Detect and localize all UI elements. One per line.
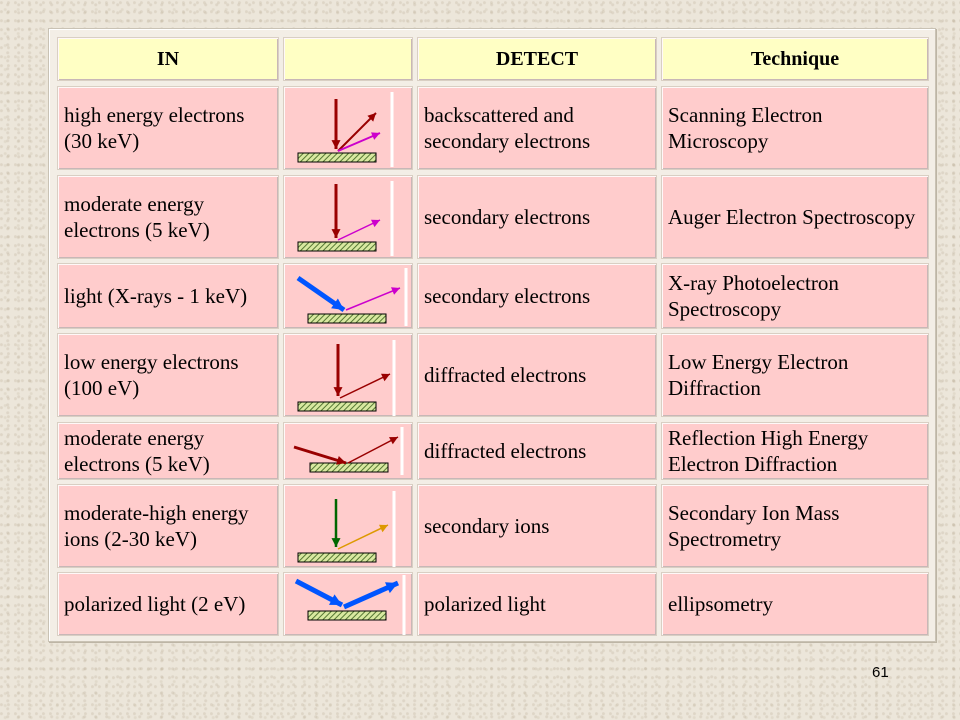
cell-technique: Reflection High Energy Electron Diffract… <box>661 422 929 480</box>
header-in: IN <box>57 37 279 81</box>
technique-text: Low Energy Electron Diffraction <box>668 350 849 400</box>
cell-detect: polarized light <box>417 572 657 636</box>
in-text: high energy electrons (30 keV) <box>64 103 245 153</box>
detect-text: secondary electrons <box>424 284 591 308</box>
detect-text: secondary ions <box>424 514 550 538</box>
in-text: moderate energy electrons (5 keV) <box>64 426 210 476</box>
in-text: polarized light (2 eV) <box>64 592 246 616</box>
in-text: moderate-high energy ions (2-30 keV) <box>64 501 249 551</box>
techniques-table: IN DETECT Technique high energy electron… <box>48 28 936 642</box>
cell-technique: ellipsometry <box>661 572 929 636</box>
technique-text: Auger Electron Spectroscopy <box>668 205 916 229</box>
cell-technique: Secondary Ion Mass Spectrometry <box>661 484 929 568</box>
in-text: moderate energy electrons (5 keV) <box>64 192 210 242</box>
cell-technique: X-ray Photoelectron Spectroscopy <box>661 263 929 329</box>
cell-detect: secondary ions <box>417 484 657 568</box>
technique-text: Reflection High Energy Electron Diffract… <box>668 426 869 476</box>
detect-text: diffracted electrons <box>424 363 587 387</box>
detect-text: secondary electrons <box>424 205 591 229</box>
cell-in: moderate energy electrons (5 keV) <box>57 175 279 259</box>
detect-text: polarized light <box>424 592 546 616</box>
cell-technique: Scanning Electron Microscopy <box>661 86 929 170</box>
header-diagram <box>283 37 413 81</box>
technique-text: X-ray Photoelectron Spectroscopy <box>668 271 839 321</box>
cell-technique: Auger Electron Spectroscopy <box>661 175 929 259</box>
diagram-xray-beam-secondary-arrow <box>283 263 413 329</box>
diagram-incident-beam-two-scattered-arrows <box>283 86 413 170</box>
technique-text: Secondary Ion Mass Spectrometry <box>668 501 840 551</box>
cell-in: low energy electrons (100 eV) <box>57 333 279 417</box>
technique-text: ellipsometry <box>668 592 773 616</box>
cell-in: moderate energy electrons (5 keV) <box>57 422 279 480</box>
cell-detect: diffracted electrons <box>417 333 657 417</box>
cell-technique: Low Energy Electron Diffraction <box>661 333 929 417</box>
detect-text: diffracted electrons <box>424 439 587 463</box>
diagram-ion-beam-secondary-ion-arrow <box>283 484 413 568</box>
detect-text: backscattered and secondary electrons <box>424 103 591 153</box>
technique-text: Scanning Electron Microscopy <box>668 103 823 153</box>
cell-in: moderate-high energy ions (2-30 keV) <box>57 484 279 568</box>
header-detect: DETECT <box>417 37 657 81</box>
cell-detect: backscattered and secondary electrons <box>417 86 657 170</box>
header-technique: Technique <box>661 37 929 81</box>
cell-detect: secondary electrons <box>417 175 657 259</box>
cell-in: high energy electrons (30 keV) <box>57 86 279 170</box>
diagram-incident-beam-secondary-arrow <box>283 175 413 259</box>
cell-detect: diffracted electrons <box>417 422 657 480</box>
page-number: 61 <box>872 664 889 681</box>
in-text: low energy electrons (100 eV) <box>64 350 239 400</box>
cell-in: polarized light (2 eV) <box>57 572 279 636</box>
diagram-grazing-beam-diffracted-arrow <box>283 422 413 480</box>
diagram-polarized-light-reflection <box>283 572 413 636</box>
cell-in: light (X-rays - 1 keV) <box>57 263 279 329</box>
diagram-incident-beam-diffracted-arrow <box>283 333 413 417</box>
cell-detect: secondary electrons <box>417 263 657 329</box>
in-text: light (X-rays - 1 keV) <box>64 284 248 308</box>
